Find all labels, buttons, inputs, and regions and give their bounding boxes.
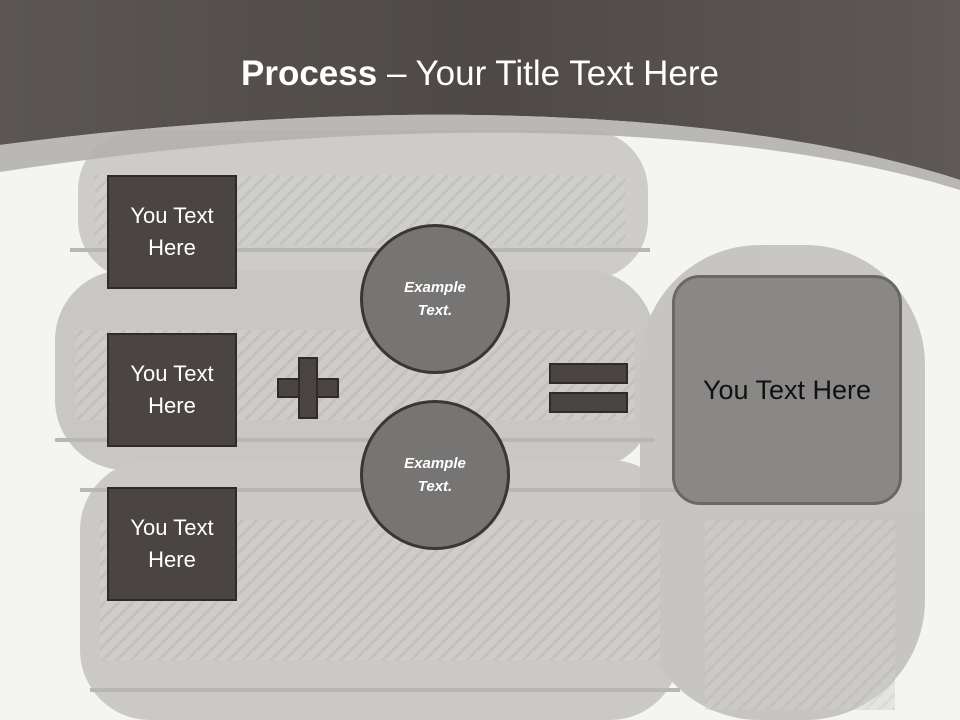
result-label: You Text Here — [702, 375, 872, 405]
slide-title: Process – Your Title Text Here — [0, 52, 960, 96]
input-box-label: You Text Here — [130, 361, 214, 418]
input-box-3: You Text Here — [107, 487, 237, 601]
example-circle-1: Example Text. — [360, 224, 510, 374]
input-box-label: You Text Here — [130, 203, 214, 260]
title-bold: Process — [241, 54, 378, 93]
title-rest: – Your Title Text Here — [377, 54, 719, 93]
equals-icon-bottom-bar — [549, 392, 628, 413]
circle-label: Example Text. — [404, 279, 466, 319]
header-band — [0, 0, 960, 180]
input-box-1: You Text Here — [107, 175, 237, 289]
plus-icon-vertical — [298, 357, 318, 419]
header-swoosh — [0, 114, 960, 190]
input-box-label: You Text Here — [130, 515, 214, 572]
equals-icon-top-bar — [549, 363, 628, 384]
circle-label: Example Text. — [404, 455, 466, 495]
example-circle-2: Example Text. — [360, 400, 510, 550]
result-box: You Text Here — [672, 275, 902, 505]
input-box-2: You Text Here — [107, 333, 237, 447]
